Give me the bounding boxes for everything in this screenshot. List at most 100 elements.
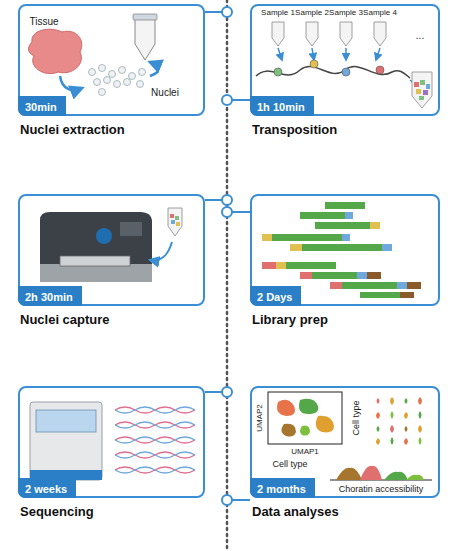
tissue-illustration-part-part [124, 79, 131, 86]
timeline-part [232, 211, 250, 213]
tissue-illustration-part-part [129, 73, 136, 80]
fragments-illustration-part [272, 234, 342, 241]
tissue-illustration-part [133, 14, 157, 20]
tissue-illustration [29, 14, 159, 96]
instrument-illustration-part [120, 222, 142, 236]
figure-label: Sample 3 [329, 9, 363, 17]
time-tag: 2 weeks [18, 478, 76, 498]
analysis-illustration-part-part [404, 412, 408, 419]
time-label: 2 weeks [25, 483, 67, 495]
analysis-illustration-part [299, 399, 318, 414]
transposition-illustration-part [414, 80, 430, 100]
instrument-illustration-part [150, 242, 172, 260]
analysis-illustration-part-part [405, 426, 408, 432]
instrument-illustration-part [96, 228, 112, 244]
step-panel: Library prep2 Days [250, 194, 440, 306]
tissue-illustration-part-part [99, 89, 106, 96]
analysis-illustration-part-part [390, 425, 394, 433]
transposition-illustration-part [256, 67, 410, 78]
transposition-illustration-part-part [342, 68, 350, 76]
transposition-illustration-part-part [374, 22, 386, 46]
fragments-illustration-part [300, 272, 312, 279]
timeline-part [232, 99, 250, 101]
fragments-illustration-part [286, 262, 336, 269]
transposition-illustration-part-part [312, 48, 314, 60]
instrument-illustration-part [60, 256, 130, 266]
fragments-illustration-part [302, 244, 382, 251]
transposition-illustration-part-part [419, 96, 424, 100]
sequencer-illustration-part-part [115, 437, 195, 443]
transposition-illustration-part-part [376, 66, 384, 74]
figure-label: Tissue [29, 17, 58, 27]
sequencer-illustration-part-part [115, 407, 195, 413]
time-label: 2 Days [257, 291, 292, 303]
fragments-illustration-part [342, 282, 397, 289]
transposition-illustration-part-part [310, 60, 318, 68]
sequencer-illustration-part-part [115, 452, 195, 458]
analysis-illustration-part-part [418, 397, 422, 405]
timeline-part [205, 391, 222, 393]
transposition-illustration-part-part [306, 22, 318, 46]
step-panel: Sequencing2 weeks [18, 386, 205, 498]
analysis-illustration-part [376, 397, 422, 445]
time-tag: 1h 10min [250, 96, 314, 116]
sequencer-illustration-part-part [115, 422, 195, 428]
sequencer-illustration [30, 402, 195, 480]
fragments-illustration-part [360, 292, 400, 298]
instrument-illustration-part [40, 264, 152, 282]
tissue-illustration-part-part [104, 77, 111, 84]
analysis-illustration-part [268, 392, 342, 444]
sequencer-illustration-part-part [115, 467, 195, 473]
tissue-illustration-part-part [114, 81, 121, 88]
analysis-illustration-part-part [391, 437, 394, 445]
time-label: 1h 10min [257, 101, 305, 113]
transposition-illustration-part [412, 72, 432, 108]
fragments-illustration-part [330, 282, 342, 289]
analysis-illustration [268, 392, 432, 480]
sequencer-illustration-part-part [115, 437, 195, 443]
analysis-illustration-part-part [391, 411, 394, 419]
transposition-illustration-part-part [376, 48, 380, 60]
figure-label: UMAP2 [256, 404, 264, 432]
transposition-illustration-part-part [345, 48, 347, 60]
fragments-illustration-part [262, 262, 276, 269]
sequencer-illustration-part-part [115, 422, 195, 428]
timeline-part [226, 0, 229, 551]
transposition-illustration-part-part [416, 89, 421, 94]
time-label: 2 months [257, 483, 306, 495]
step-heading: Data analyses [252, 504, 339, 519]
transposition-illustration-part [272, 22, 386, 46]
fragments-illustration-part [315, 222, 370, 229]
timeline-part [232, 499, 250, 501]
sequencer-illustration-part-part [115, 407, 195, 413]
analysis-illustration-part-part [419, 411, 422, 419]
time-tag: 2h 30min [18, 286, 82, 306]
fragments-illustration-part [312, 272, 357, 279]
timeline-part-part [222, 195, 232, 205]
analysis-illustration-part [300, 426, 310, 436]
analysis-illustration-part-part [376, 412, 380, 419]
fragments-illustration-part [325, 202, 365, 209]
time-label: 2h 30min [25, 291, 73, 303]
analysis-illustration-part-part [419, 437, 422, 445]
fragments-illustration-part [357, 272, 367, 279]
analysis-illustration-part-part [405, 398, 408, 404]
step-panel: Transposition1h 10min [250, 4, 440, 116]
tissue-illustration-part-part [99, 65, 106, 72]
analysis-illustration-part [384, 472, 408, 480]
analysis-illustration-part-part [418, 425, 422, 433]
instrument-illustration-part-part [176, 222, 180, 226]
time-tag: 2 Days [250, 286, 301, 306]
analysis-illustration-part-part [377, 398, 380, 404]
figure-label: Sample 4 [363, 9, 397, 17]
time-label: 30min [25, 101, 57, 113]
step-panel: Data analyses2 months [250, 386, 440, 498]
instrument-illustration-part-part [175, 216, 179, 220]
step-heading: Transposition [252, 122, 337, 137]
transposition-illustration-part [278, 48, 380, 60]
timeline-part-part [222, 495, 232, 505]
transposition-illustration-part [274, 60, 384, 76]
step-heading: Nuclei capture [20, 312, 110, 327]
figure-label: Cell type [352, 400, 361, 435]
